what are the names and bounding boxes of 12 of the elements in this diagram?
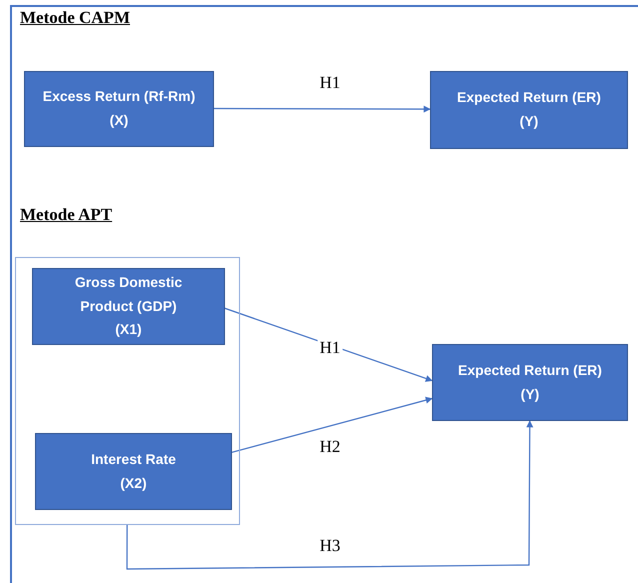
arrow	[230, 396, 433, 454]
arrow	[224, 307, 433, 382]
section-heading: Metode CAPM	[20, 8, 130, 28]
variable-box: Interest Rate (X2)	[35, 433, 232, 510]
variable-box: Expected Return (ER) (Y)	[430, 71, 628, 149]
variable-box: Expected Return (ER) (Y)	[432, 344, 628, 421]
variable-box: Gross Domestic Product (GDP) (X1)	[32, 268, 225, 345]
group-box	[15, 257, 240, 525]
variable-box: Excess Return (Rf-Rm) (X)	[24, 71, 214, 147]
section-heading: Metode APT	[20, 205, 112, 225]
arrow	[214, 106, 431, 113]
arrow	[126, 420, 534, 570]
